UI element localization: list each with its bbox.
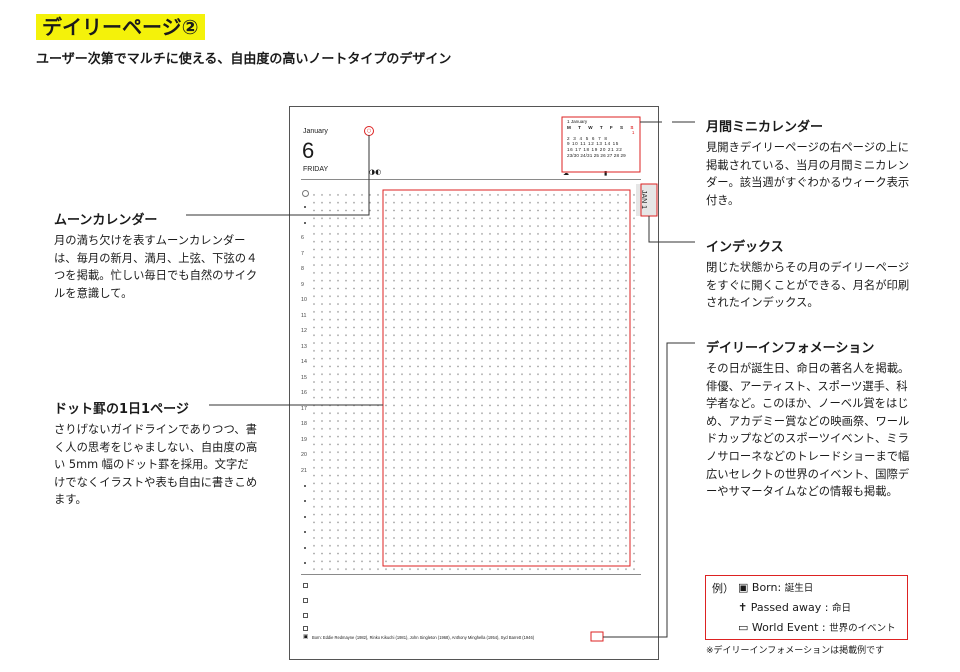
callout-moon-text: 月の満ち欠けを表すムーンカレンダーは、毎月の新月、満月、上弦、下弦の４つを掲載。…	[54, 234, 258, 300]
hour-label: 9	[301, 282, 304, 288]
cross-icon: ✝	[738, 601, 748, 614]
callout-dots-text: さりげないガイドラインでありつつ、書く人の思考をじゃましない、自由度の高い 5m…	[54, 423, 258, 507]
mini-calendar-row: 2 3 4 5 6 7 8	[567, 135, 609, 141]
mini-calendar-row: 16 17 18 19 20 21 22	[567, 146, 623, 152]
hour-label: 14	[301, 359, 307, 365]
thermometer-icon: ▮	[604, 170, 608, 177]
hour-label: 6	[301, 235, 304, 241]
hour-marker-dot	[304, 222, 306, 224]
callout-daily-info-label: デイリーインフォメーション	[706, 341, 875, 356]
month-label: January	[303, 128, 328, 135]
hour-label: 8	[301, 266, 304, 272]
callout-daily-info-text: その日が誕生日、命日の著名人を掲載。俳優、アーティスト、スポーツ選手、科学者など…	[706, 362, 910, 499]
hour-marker-dot	[304, 516, 306, 518]
clock-icon	[302, 190, 309, 197]
callout-index-text: 閉じた状態からその月のデイリーページをすぐに開くことができる、月名が印刷されたイ…	[706, 261, 910, 310]
mini-calendar-row: 1	[631, 130, 635, 136]
page-subtitle: ユーザー次第でマルチに使える、自由度の高いノートタイプのデザイン	[36, 52, 452, 67]
hour-label: 21	[301, 468, 307, 474]
weather-icon: ☁	[563, 170, 569, 177]
hour-label: 10	[301, 297, 307, 303]
header-rule	[301, 179, 641, 180]
cake-icon: ▣	[303, 634, 309, 640]
mini-calendar-row: 23/30 24/31 25 26 27 28 29	[567, 152, 626, 158]
checkbox-icon	[303, 613, 308, 618]
index-highlight	[640, 183, 658, 217]
mini-calendar-row: 9 10 11 12 13 14 15	[567, 141, 619, 147]
checkbox-icon	[303, 598, 308, 603]
callout-mini-calendar-text: 見開きデイリーページの右ページの上に掲載されている、当月の月間ミニカレンダー。該…	[706, 141, 910, 207]
callout-moon-label: ムーンカレンダー	[54, 213, 158, 228]
daily-info-text: Born: Eddie Redmayne (1982), Rinko Kikuc…	[312, 635, 535, 640]
dot-grid	[310, 191, 640, 575]
callout-index-label: インデックス	[706, 240, 784, 255]
event-row: ▭ World Event : 世界のイベント	[738, 621, 896, 634]
hour-marker-dot	[304, 485, 306, 487]
day-number: 6	[302, 138, 315, 163]
speech-bubble-icon: ▭	[738, 621, 749, 634]
checkbox-icon	[303, 583, 308, 588]
dots-highlight	[382, 189, 631, 567]
hour-marker-dot	[304, 547, 306, 549]
daily-info-highlight	[590, 631, 604, 642]
born-row: ▣ Born: 誕生日	[738, 581, 814, 594]
weekday-label: FRIDAY	[303, 166, 329, 173]
hour-label: 16	[301, 390, 307, 396]
cake-icon: ▣	[738, 581, 749, 594]
hour-label: 20	[301, 452, 307, 458]
mini-calendar-weekdays: M T W T F S S	[567, 124, 637, 130]
hour-label: 19	[301, 437, 307, 443]
hour-label: 12	[301, 328, 307, 334]
hour-label: 15	[301, 375, 307, 381]
mini-calendar: 1 January M T W T F S S 1 2 3 4 5 6 7 8 …	[567, 119, 636, 158]
passed-row: ✝ Passed away : 命日	[738, 601, 852, 614]
mini-calendar-title: 1 January	[567, 119, 588, 124]
hour-label: 13	[301, 344, 307, 350]
callout-mini-calendar-label: 月間ミニカレンダー	[706, 120, 824, 135]
example-note: ※デイリーインフォメーションは掲載例です	[706, 646, 885, 656]
mini-calendar-highlight	[561, 116, 641, 173]
hour-marker-dot	[304, 206, 306, 208]
hour-marker-dot	[304, 531, 306, 533]
hour-label: 11	[301, 313, 307, 319]
hour-label: 17	[301, 406, 307, 412]
callout-dots-label: ドット罫の1日1ページ	[54, 402, 189, 417]
hour-marker-dot	[304, 562, 306, 564]
checkbox-icon	[303, 626, 308, 631]
hour-label: 7	[301, 251, 304, 257]
example-legend: 例） ▣ Born: 誕生日 ✝ Passed away : 命日 ▭ Worl…	[705, 575, 908, 640]
bottom-rule	[301, 574, 641, 575]
hour-label: 18	[301, 421, 307, 427]
page-title: デイリーページ②	[36, 14, 205, 40]
hour-marker-dot	[304, 500, 306, 502]
moon-phase-icon: ◑◐	[369, 168, 382, 176]
example-prefix: 例）	[712, 582, 734, 595]
